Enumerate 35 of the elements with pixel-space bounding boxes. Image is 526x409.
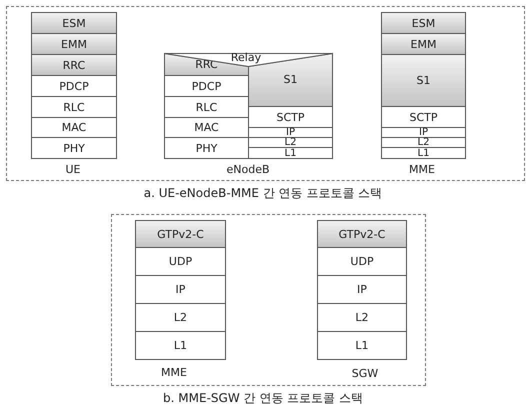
layer-cell: EMM [381, 33, 466, 55]
layer-cell: PDCP [31, 75, 117, 97]
layer-cell: SCTP [381, 106, 466, 128]
layer-cell: L1 [248, 147, 333, 159]
layer-cell: ESM [381, 12, 466, 34]
layer-cell: S1 [381, 54, 466, 107]
layer-cell: RRC [31, 54, 117, 76]
stack-label: eNodeB [226, 163, 270, 176]
dashed-panel [6, 6, 525, 181]
layer-cell: PHY [164, 137, 249, 159]
layer-cell: L1 [381, 147, 466, 159]
caption: a. UE-eNodeB-MME 간 연동 프로토콜 스택 [144, 185, 382, 202]
layer-cell: L2 [317, 303, 407, 332]
layer-cell: GTPv2-C [135, 220, 226, 248]
stack-label: MME [161, 366, 187, 379]
stack-label: UE [66, 163, 80, 176]
layer-cell: L1 [317, 331, 407, 360]
layer-cell: GTPv2-C [317, 220, 407, 248]
stack-label: MME [409, 163, 435, 176]
layer-cell: L2 [135, 303, 226, 332]
layer-cell: RLC [31, 96, 117, 118]
layer-cell: IP [381, 127, 466, 138]
dashed-panel [111, 214, 426, 386]
layer-cell: PHY [31, 137, 117, 159]
layer-cell: IP [135, 275, 226, 304]
layer-cell: L1 [135, 331, 226, 360]
layer-cell: EMM [31, 33, 117, 55]
layer-cell: L2 [381, 137, 466, 148]
layer-cell: UDP [135, 247, 226, 276]
stack-label: SGW [352, 367, 378, 380]
layer-cell: IP [317, 275, 407, 304]
layer-cell: MAC [31, 117, 117, 138]
layer-cell: UDP [317, 247, 407, 276]
caption: b. MME-SGW 간 연동 프로토콜 스택 [163, 390, 363, 407]
layer-cell: ESM [31, 12, 117, 34]
